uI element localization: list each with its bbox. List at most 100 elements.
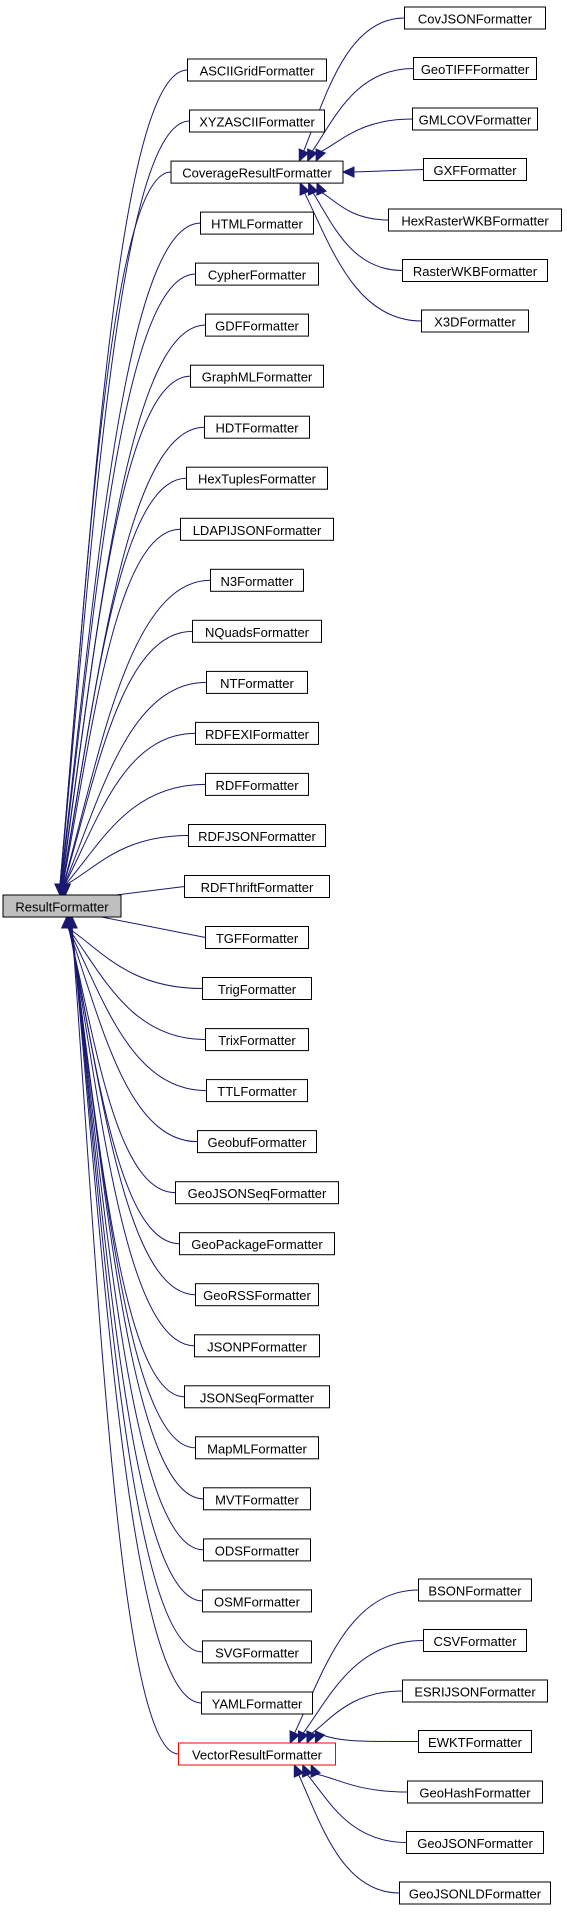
class-node-ttl-formatter[interactable]: TTLFormatter — [206, 1079, 308, 1103]
class-node-ldapijson-formatter[interactable]: LDAPIJSONFormatter — [180, 517, 334, 541]
class-node-rdf-thrift-formatter[interactable]: RDFThriftFormatter — [184, 875, 330, 898]
inheritance-edge — [302, 1640, 424, 1735]
class-node-box — [418, 1730, 532, 1753]
class-node-n3-formatter[interactable]: N3Formatter — [210, 568, 304, 592]
class-node-hex-tuples-formatter[interactable]: HexTuplesFormatter — [186, 466, 328, 490]
inheritance-edge — [69, 926, 185, 1398]
class-node-geo-jsonld-formatter[interactable]: GeoJSONLDFormatter — [399, 1881, 551, 1905]
inheritance-edge — [311, 68, 414, 153]
inheritance-arrowhead — [315, 148, 327, 163]
class-node-tgf-formatter[interactable]: TGFFormatter — [205, 926, 309, 949]
class-node-box — [423, 158, 527, 181]
inheritance-arrowhead — [289, 1730, 301, 1745]
class-node-graph-ml-formatter[interactable]: GraphMLFormatter — [190, 364, 324, 388]
class-node-esrijson-formatter[interactable]: ESRIJSONFormatter — [402, 1679, 548, 1703]
class-node-raster-wkb-formatter[interactable]: RasterWKBFormatter — [402, 259, 548, 282]
class-node-trix-formatter[interactable]: TrixFormatter — [205, 1028, 309, 1052]
class-node-label: TGFFormatter — [216, 931, 299, 946]
class-node-box — [388, 208, 562, 232]
class-node-box — [210, 568, 304, 592]
class-node-geo-package-formatter[interactable]: GeoPackageFormatter — [179, 1232, 335, 1256]
class-node-n-quads-formatter[interactable]: NQuadsFormatter — [192, 619, 322, 643]
class-node-csv-formatter[interactable]: CSVFormatter — [423, 1629, 527, 1652]
inheritance-arrowhead — [310, 1763, 322, 1778]
class-node-nt-formatter[interactable]: NTFormatter — [206, 670, 308, 694]
class-node-label: BSONFormatter — [428, 1584, 522, 1599]
inheritance-arrowhead — [314, 1730, 326, 1745]
class-node-rdf-formatter[interactable]: RDFFormatter — [205, 772, 309, 796]
class-node-label: GXFFormatter — [433, 163, 517, 178]
inheritance-edge — [62, 579, 211, 886]
class-node-mvt-formatter[interactable]: MVTFormatter — [203, 1487, 311, 1511]
class-node-html-formatter[interactable]: HTMLFormatter — [200, 211, 314, 235]
class-node-label: HexTuplesFormatter — [198, 472, 317, 487]
class-node-label: ASCIIGridFormatter — [200, 64, 316, 79]
class-node-vector-result-formatter[interactable]: VectorResultFormatter — [178, 1742, 336, 1766]
class-node-x3-d-formatter[interactable]: X3DFormatter — [421, 309, 529, 333]
class-node-label: JSONSeqFormatter — [200, 1390, 315, 1405]
inheritance-edge — [59, 171, 172, 886]
inheritance-edge — [59, 222, 201, 886]
class-node-label: GeoRSSFormatter — [203, 1288, 311, 1303]
class-node-box — [413, 57, 537, 80]
class-node-trig-formatter[interactable]: TrigFormatter — [202, 977, 312, 1000]
inheritance-arrowhead — [302, 1763, 313, 1778]
class-node-label: TrixFormatter — [218, 1033, 296, 1048]
class-node-cov-json-formatter[interactable]: CovJSONFormatter — [404, 6, 546, 30]
class-node-geo-json-seq-formatter[interactable]: GeoJSONSeqFormatter — [175, 1181, 339, 1205]
class-node-json-seq-formatter[interactable]: JSONSeqFormatter — [184, 1385, 330, 1409]
class-node-label: OSMFormatter — [214, 1594, 301, 1609]
inheritance-edge — [59, 120, 190, 886]
class-node-ewkt-formatter[interactable]: EWKTFormatter — [418, 1730, 532, 1753]
class-node-hex-raster-wkb-formatter[interactable]: HexRasterWKBFormatter — [388, 208, 562, 232]
class-node-box — [180, 517, 334, 541]
class-node-svg-formatter[interactable]: SVGFormatter — [202, 1640, 312, 1664]
class-node-label: GeoPackageFormatter — [191, 1237, 323, 1252]
class-node-gdf-formatter[interactable]: GDFFormatter — [205, 313, 309, 337]
class-node-label: ResultFormatter — [15, 900, 109, 915]
class-node-box — [194, 1334, 320, 1358]
class-node-hdt-formatter[interactable]: HDTFormatter — [204, 415, 310, 439]
class-node-geo-json-formatter[interactable]: GeoJSONFormatter — [406, 1831, 544, 1854]
class-node-ascii-grid-formatter[interactable]: ASCIIGridFormatter — [187, 58, 327, 82]
class-node-geobuf-formatter[interactable]: GeobufFormatter — [197, 1130, 317, 1154]
class-node-ods-formatter[interactable]: ODSFormatter — [203, 1538, 311, 1562]
inheritance-edge — [63, 630, 193, 886]
class-node-gxf-formatter[interactable]: GXFFormatter — [423, 158, 527, 181]
class-node-label: JSONPFormatter — [207, 1339, 307, 1354]
class-node-gmlcov-formatter[interactable]: GMLCOVFormatter — [412, 107, 538, 131]
class-node-geo-tiff-formatter[interactable]: GeoTIFFFormatter — [413, 57, 537, 80]
class-node-label: VectorResultFormatter — [192, 1747, 323, 1762]
class-node-label: N3Formatter — [221, 574, 295, 589]
inheritance-edge — [71, 926, 179, 1755]
class-node-box — [202, 977, 312, 1000]
class-node-geo-hash-formatter[interactable]: GeoHashFormatter — [407, 1780, 543, 1804]
class-node-coverage-result-formatter[interactable]: CoverageResultFormatter — [170, 160, 344, 184]
class-node-cypher-formatter[interactable]: CypherFormatter — [195, 262, 319, 286]
class-node-box — [205, 772, 309, 796]
class-node-label: GMLCOVFormatter — [419, 113, 532, 128]
inheritance-edge — [61, 477, 187, 886]
class-node-label: GDFFormatter — [215, 319, 299, 334]
inheritance-edges — [54, 17, 424, 1894]
class-node-label: MVTFormatter — [215, 1492, 299, 1507]
class-node-rdfexi-formatter[interactable]: RDFEXIFormatter — [195, 721, 319, 745]
class-node-rdfjson-formatter[interactable]: RDFJSONFormatter — [188, 824, 326, 847]
class-node-label: GeoTIFFFormatter — [421, 62, 530, 77]
class-node-box — [184, 1385, 330, 1409]
class-node-xyzascii-formatter[interactable]: XYZASCIIFormatter — [189, 109, 325, 133]
class-node-label: RasterWKBFormatter — [413, 264, 538, 279]
class-node-osm-formatter[interactable]: OSMFormatter — [202, 1589, 312, 1613]
class-node-map-ml-formatter[interactable]: MapMLFormatter — [195, 1436, 319, 1460]
class-node-box — [421, 309, 529, 333]
class-node-box — [402, 1679, 548, 1703]
class-node-label: HexRasterWKBFormatter — [401, 214, 549, 229]
class-node-label: RDFThriftFormatter — [201, 880, 314, 895]
class-node-result-formatter[interactable]: ResultFormatter — [2, 894, 122, 918]
class-node-jsonp-formatter[interactable]: JSONPFormatter — [194, 1334, 320, 1358]
class-node-geo-rss-formatter[interactable]: GeoRSSFormatter — [195, 1283, 319, 1307]
class-node-bson-formatter[interactable]: BSONFormatter — [418, 1578, 532, 1602]
class-node-yaml-formatter[interactable]: YAMLFormatter — [201, 1691, 313, 1715]
inheritance-arrowhead — [316, 181, 327, 196]
inheritance-edge — [61, 375, 191, 886]
